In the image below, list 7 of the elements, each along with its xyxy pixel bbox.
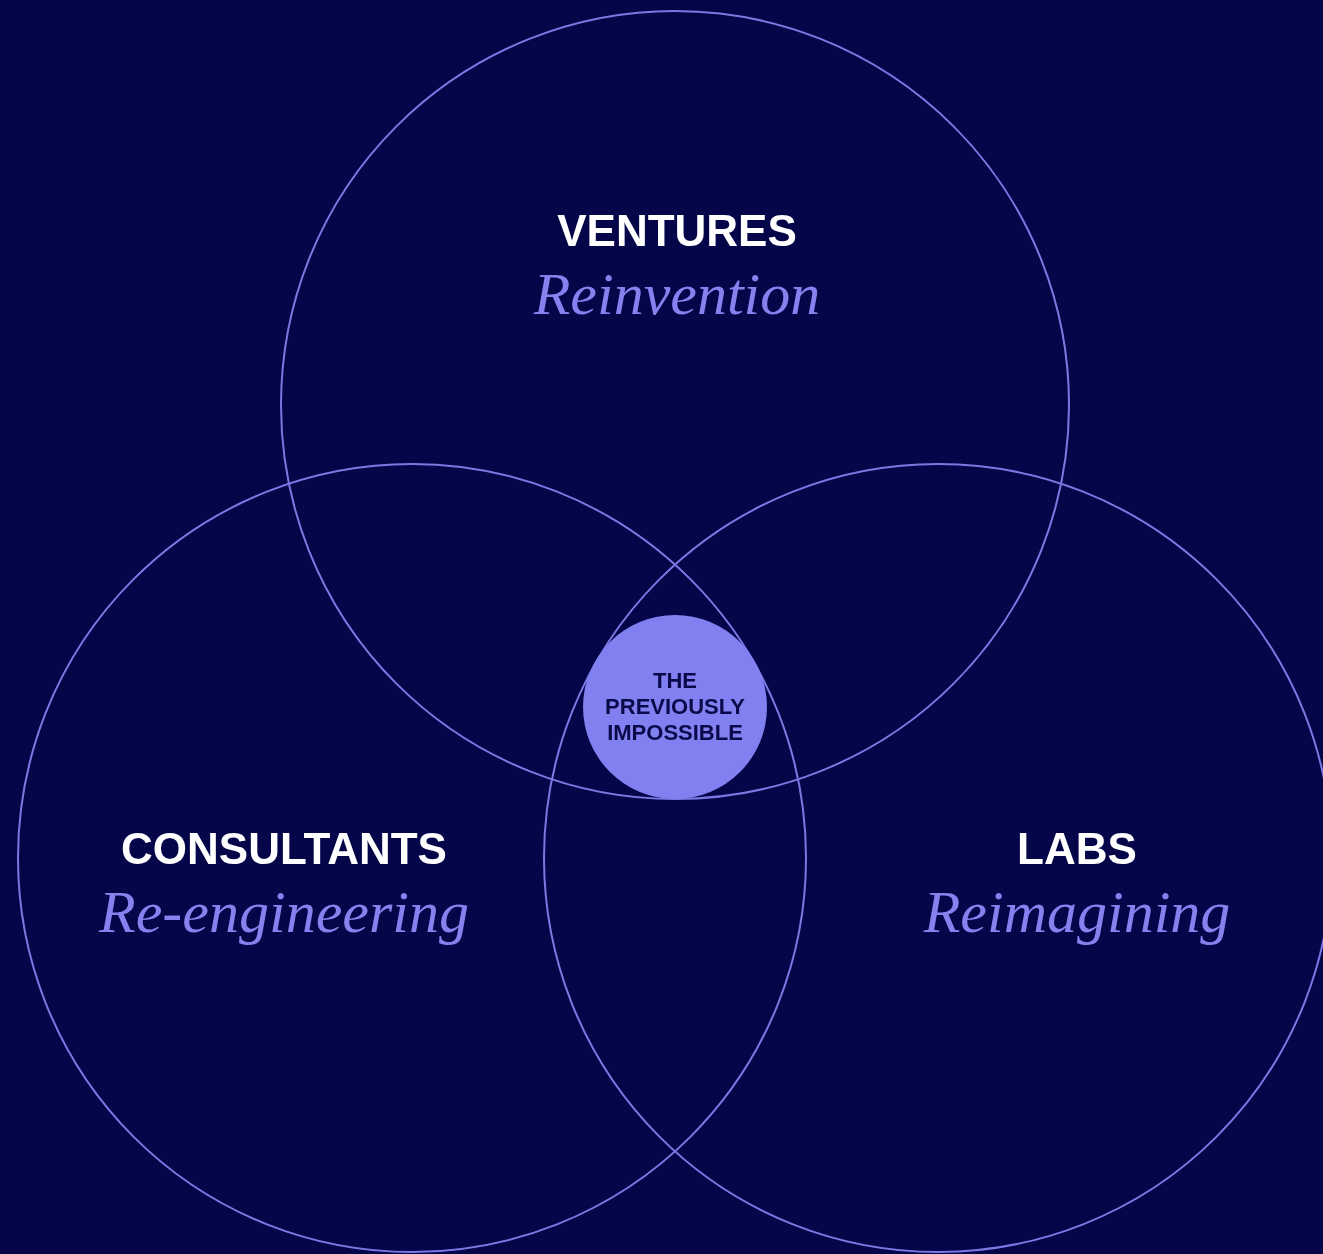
circle-subtitle: Reinvention xyxy=(533,260,821,329)
circle-heading: VENTURES xyxy=(557,205,797,257)
circle-heading: CONSULTANTS xyxy=(121,823,447,875)
circle-subtitle: Re-engineering xyxy=(99,878,469,947)
center-label: THE PREVIOUSLY IMPOSSIBLE xyxy=(604,668,746,746)
circle-heading: LABS xyxy=(1017,823,1137,875)
circle-subtitle: Reimagining xyxy=(923,878,1231,947)
